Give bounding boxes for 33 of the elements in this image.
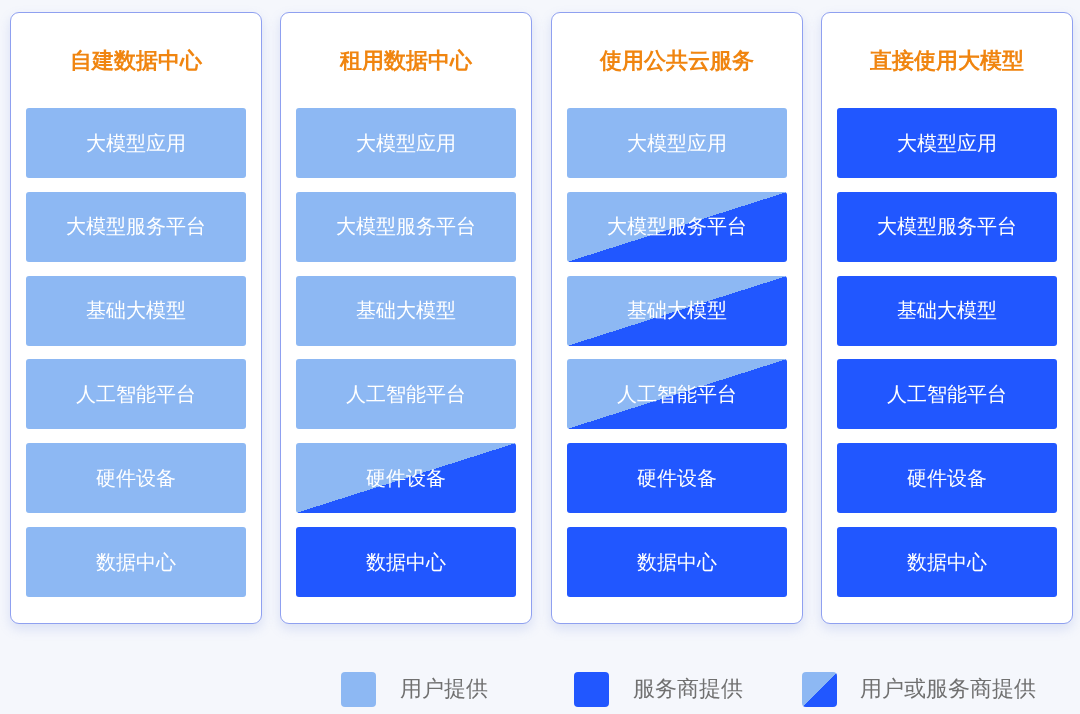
layer-block: 基础大模型 [296, 275, 516, 346]
layer-block: 大模型服务平台 [837, 191, 1057, 262]
layer-block: 硬件设备 [26, 443, 246, 514]
layer-block: 大模型应用 [26, 108, 246, 178]
layer-block: 硬件设备 [567, 443, 787, 514]
legend-label: 用户提供 [400, 675, 488, 703]
layer-block: 基础大模型 [837, 275, 1057, 346]
legend-label: 服务商提供 [633, 675, 743, 703]
legend-label: 用户或服务商提供 [860, 675, 1036, 703]
layer-block: 数据中心 [837, 527, 1057, 597]
layer-block: 数据中心 [296, 527, 516, 597]
column-card [10, 12, 262, 624]
layer-block: 数据中心 [26, 527, 246, 597]
column-heading: 自建数据中心 [69, 47, 203, 75]
layer-block: 硬件设备 [837, 443, 1057, 514]
layer-block: 大模型应用 [837, 108, 1057, 178]
column-card [821, 12, 1073, 624]
layer-block: 大模型应用 [567, 108, 787, 178]
layer-block: 人工智能平台 [26, 359, 246, 430]
layer-block: 人工智能平台 [296, 359, 516, 430]
column-card [280, 12, 532, 624]
layer-block: 大模型服务平台 [567, 191, 787, 262]
column-heading: 直接使用大模型 [869, 47, 1025, 75]
column-heading: 使用公共云服务 [598, 47, 755, 75]
layer-block: 数据中心 [567, 527, 787, 597]
layer-block: 人工智能平台 [837, 359, 1057, 430]
layer-block: 大模型服务平台 [296, 191, 516, 262]
layer-block: 大模型应用 [296, 108, 516, 178]
column-card [551, 12, 803, 624]
layer-block: 基础大模型 [26, 275, 246, 346]
layer-block: 基础大模型 [567, 275, 787, 346]
column-heading: 租用数据中心 [338, 47, 473, 75]
layer-block: 大模型服务平台 [26, 191, 246, 262]
